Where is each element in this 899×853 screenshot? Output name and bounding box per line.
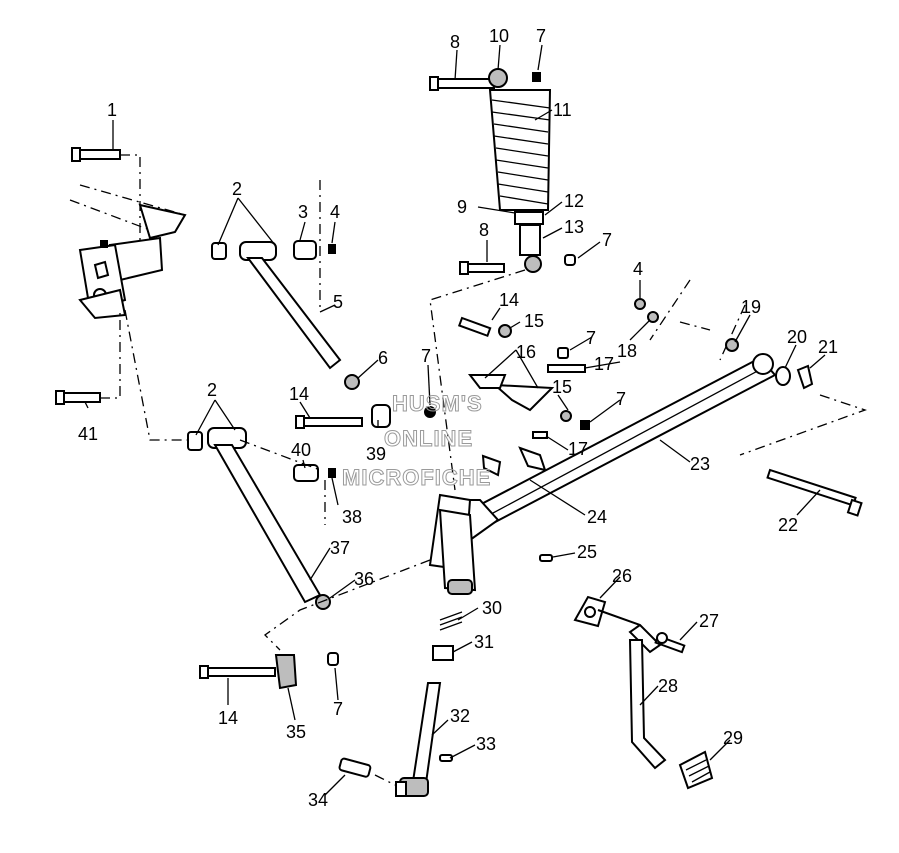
callout-5: 5 bbox=[333, 292, 343, 312]
callout-37: 37 bbox=[330, 538, 350, 558]
callout-24: 24 bbox=[587, 507, 607, 527]
callout-25: 25 bbox=[577, 542, 597, 562]
callout-7-lower-left: 7 bbox=[333, 699, 343, 719]
spindle-knuckle bbox=[263, 493, 477, 797]
callout-2-lower: 2 bbox=[207, 380, 217, 400]
callout-2-upper: 2 bbox=[232, 179, 242, 199]
callout-32: 32 bbox=[450, 706, 470, 726]
callout-14-center: 14 bbox=[289, 384, 309, 404]
callout-8-top: 8 bbox=[450, 32, 460, 52]
callout-41: 41 bbox=[78, 424, 98, 444]
callout-7-shock: 7 bbox=[602, 230, 612, 250]
callout-1: 1 bbox=[107, 100, 117, 120]
leader-lines bbox=[84, 44, 826, 796]
callout-4-upper: 4 bbox=[330, 202, 340, 222]
callout-12: 12 bbox=[564, 191, 584, 211]
lower-a-arm bbox=[187, 427, 336, 610]
brake-pedal bbox=[573, 595, 714, 790]
trailing-arm bbox=[453, 279, 867, 562]
tie-rod-end bbox=[199, 652, 339, 690]
bolt-41 bbox=[55, 390, 101, 405]
callout-21: 21 bbox=[818, 337, 838, 357]
callout-7-center: 7 bbox=[421, 346, 431, 366]
callout-35: 35 bbox=[286, 722, 306, 742]
callout-7-bracket: 7 bbox=[586, 328, 596, 348]
frame-bracket bbox=[69, 184, 187, 320]
callout-19: 19 bbox=[741, 297, 761, 317]
callout-39: 39 bbox=[366, 444, 386, 464]
callout-9: 9 bbox=[457, 197, 467, 217]
callout-14-upper: 14 bbox=[499, 290, 519, 310]
callout-4-right: 4 bbox=[633, 259, 643, 279]
callout-15-lower: 15 bbox=[552, 377, 572, 397]
callout-15-upper: 15 bbox=[524, 311, 544, 331]
parts-artwork bbox=[55, 68, 867, 797]
upper-a-arm bbox=[211, 180, 360, 390]
callout-34: 34 bbox=[308, 790, 328, 810]
callout-labels: 1 2 3 4 5 6 7 8 10 7 11 9 12 13 8 7 4 14… bbox=[78, 26, 838, 810]
callout-28: 28 bbox=[658, 676, 678, 696]
watermark: HUSM'S ONLINE MICROFICHE bbox=[342, 391, 491, 491]
steering-bracket-parts bbox=[457, 316, 590, 477]
callout-33: 33 bbox=[476, 734, 496, 754]
callout-38: 38 bbox=[342, 507, 362, 527]
callout-22: 22 bbox=[778, 515, 798, 535]
watermark-line-3: MICROFICHE bbox=[342, 465, 491, 490]
bolt-14-center bbox=[295, 404, 436, 429]
callout-8-lower: 8 bbox=[479, 220, 489, 240]
callout-6: 6 bbox=[378, 348, 388, 368]
callout-3: 3 bbox=[298, 202, 308, 222]
callout-30: 30 bbox=[482, 598, 502, 618]
callout-20: 20 bbox=[787, 327, 807, 347]
watermark-line-1: HUSM'S bbox=[392, 391, 483, 416]
callout-27: 27 bbox=[699, 611, 719, 631]
callout-16: 16 bbox=[516, 342, 536, 362]
callout-10: 10 bbox=[489, 26, 509, 46]
callout-17-lower: 17 bbox=[568, 439, 588, 459]
callout-29: 29 bbox=[723, 728, 743, 748]
callout-17-upper: 17 bbox=[594, 354, 614, 374]
callout-31: 31 bbox=[474, 632, 494, 652]
callout-36: 36 bbox=[354, 569, 374, 589]
callout-23: 23 bbox=[690, 454, 710, 474]
callout-13: 13 bbox=[564, 217, 584, 237]
callout-26: 26 bbox=[612, 566, 632, 586]
callout-40: 40 bbox=[291, 440, 311, 460]
callout-14-lower: 14 bbox=[218, 708, 238, 728]
callout-11: 11 bbox=[553, 100, 572, 120]
callout-18: 18 bbox=[617, 341, 637, 361]
callout-7-top: 7 bbox=[536, 26, 546, 46]
watermark-line-2: ONLINE bbox=[384, 426, 473, 451]
callout-7-lower: 7 bbox=[616, 389, 626, 409]
